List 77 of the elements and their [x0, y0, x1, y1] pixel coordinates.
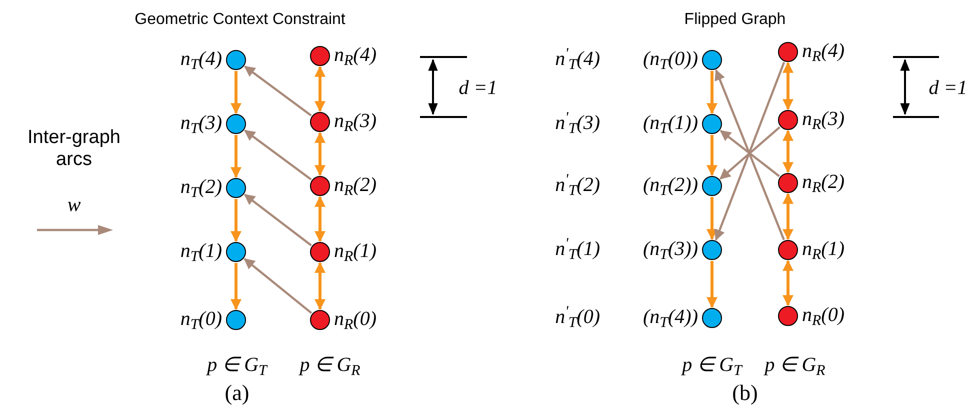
arrow: [782, 192, 794, 240]
arrow: [244, 194, 312, 246]
arrow: [230, 71, 242, 114]
panel-label: (b): [732, 382, 758, 404]
arrow: [314, 66, 326, 112]
node-label: (n$_{T}$(4)): [643, 307, 698, 327]
arrow: [314, 196, 326, 242]
node-label: n$_{R}$(4): [802, 41, 844, 61]
graph-node: [778, 240, 798, 260]
node-label: n$^{'}$$_{T}$(3): [555, 113, 600, 133]
node-label: (n$_{T}$(2)): [643, 175, 698, 195]
node-label: n$^{'}$$_{T}$(2): [555, 175, 600, 195]
arrow: [782, 260, 794, 306]
node-label: n$^{'}$$_{T}$(0): [555, 307, 600, 327]
arrow: [314, 262, 326, 310]
title: Geometric Context Constraint: [134, 12, 346, 28]
title: Flipped Graph: [684, 12, 786, 28]
arrow: [706, 261, 718, 308]
dimension-label: d =1: [928, 78, 968, 98]
arrow: [230, 263, 242, 310]
graph-node: [702, 308, 722, 328]
set-label: p ∈ G$_{T}$: [207, 355, 267, 375]
graph-node: [310, 310, 330, 330]
graph-node: [226, 50, 246, 70]
node-label: n$_{R}$(3): [802, 109, 844, 129]
node-label: (n$_{T}$(3)): [643, 239, 698, 259]
graph-node: [226, 310, 246, 330]
graph-node: [310, 46, 330, 66]
arrow: [706, 197, 718, 240]
node-label: n$_{R}$(0): [334, 309, 376, 329]
node-label: (n$_{T}$(0)): [643, 49, 698, 69]
node-label: n$_{T}$(2): [180, 177, 222, 197]
set-label: p ∈ G$_{R}$: [300, 355, 360, 375]
node-label: n$_{R}$(1): [334, 241, 376, 261]
arrow: [706, 135, 718, 176]
graph-node: [778, 42, 798, 62]
arrow: [244, 258, 312, 314]
arrow: [244, 130, 312, 180]
node-label: n$^{'}$$_{T}$(1): [555, 239, 600, 259]
set-label: p ∈ G$_{T}$: [682, 355, 742, 375]
legend-text: Inter-graph arcs: [26, 127, 122, 171]
node-label: n$^{'}$$_{T}$(4): [555, 49, 600, 69]
node-label: n$_{T}$(0): [180, 309, 222, 329]
variable-label: w: [67, 195, 81, 215]
node-label: n$_{T}$(4): [180, 49, 222, 69]
node-label: n$_{T}$(3): [180, 113, 222, 133]
arrow: [244, 66, 312, 116]
graph-node: [310, 242, 330, 262]
graph-node: [226, 178, 246, 198]
graph-node: [702, 240, 722, 260]
graph-node: [778, 306, 798, 326]
node-label: n$_{R}$(3): [334, 111, 376, 131]
graph-node: [310, 112, 330, 132]
arrow: [230, 199, 242, 242]
node-label: n$_{R}$(4): [334, 45, 376, 65]
arrow: [706, 71, 718, 114]
arrow: [782, 62, 794, 110]
set-label: p ∈ G$_{R}$: [764, 355, 826, 375]
arrow: [230, 135, 242, 178]
graph-node: [226, 114, 246, 134]
panel-label: (a): [224, 382, 250, 404]
graph-node: [226, 242, 246, 262]
node-label: (n$_{T}$(1)): [643, 113, 698, 133]
node-label: n$_{R}$(0): [802, 305, 844, 325]
node-label: n$_{R}$(1): [802, 239, 844, 259]
node-label: n$_{R}$(2): [802, 172, 844, 192]
graph-node: [778, 173, 798, 193]
arrow: [782, 130, 794, 174]
graph-node: [702, 176, 722, 196]
graph-node: [778, 110, 798, 130]
node-label: n$_{T}$(1): [180, 241, 222, 261]
graph-node: [702, 114, 722, 134]
node-label: n$_{R}$(2): [334, 175, 376, 195]
arrow: [314, 132, 326, 176]
graph-node: [310, 176, 330, 196]
dimension-label: d =1: [458, 78, 498, 98]
graph-node: [702, 50, 722, 70]
